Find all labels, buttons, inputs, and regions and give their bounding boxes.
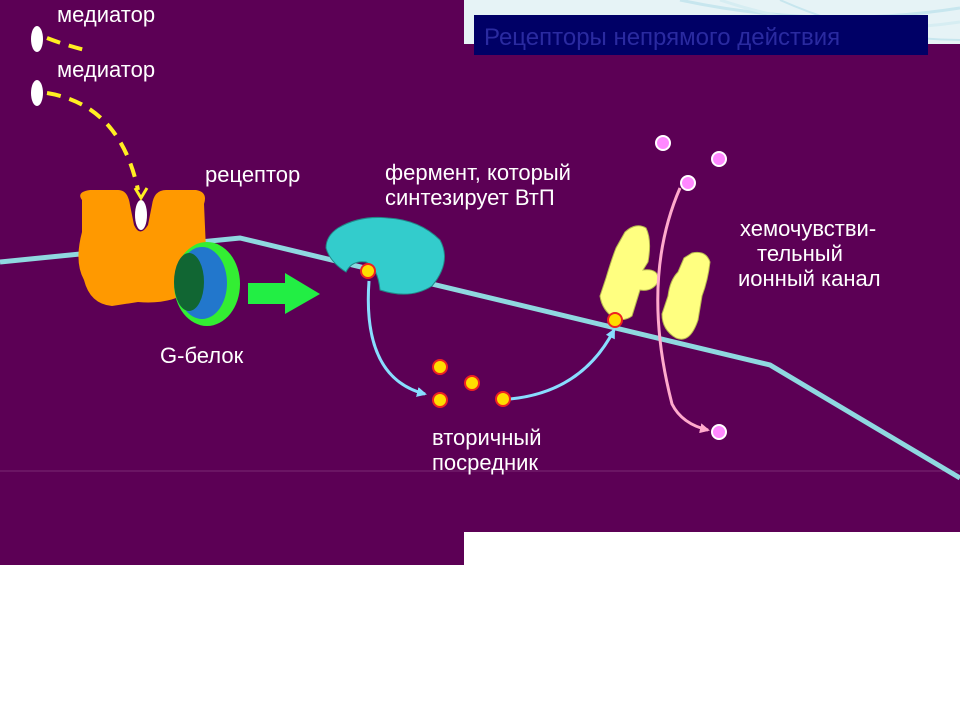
activation-arrow-icon (248, 273, 320, 314)
messenger-dot-channel (607, 312, 623, 328)
title-box: Рецепторы непрямого действия (474, 15, 928, 55)
mediator-molecule-2 (31, 80, 43, 106)
enzyme-label-line1: фермент, который (385, 160, 571, 185)
messenger-dot (464, 375, 480, 391)
messenger-to-channel-arrow (509, 328, 616, 401)
ion-channel-label-line2: тельный (757, 241, 843, 266)
mediator-label-1: медиатор (57, 2, 155, 27)
mediator-label-2: медиатор (57, 57, 155, 82)
second-messenger-label-line1: вторичный (432, 425, 542, 450)
ion-dot (655, 135, 671, 151)
messenger-dot (432, 359, 448, 375)
enzyme-label-line2: синтезирует ВтП (385, 185, 555, 210)
ion-channel-label-line3: ионный канал (738, 266, 881, 291)
mediator-molecule-1 (31, 26, 43, 52)
receptor-label: рецептор (205, 162, 300, 187)
ion-dot (711, 151, 727, 167)
ion-flow-arrow (656, 187, 710, 434)
bound-mediator-molecule (135, 200, 147, 230)
messenger-dot-enzyme (360, 263, 376, 279)
mediator-path-1 (46, 36, 86, 52)
messenger-release-arrow (366, 280, 427, 397)
messenger-dot (432, 392, 448, 408)
messenger-dot (495, 391, 511, 407)
ion-channel-left-subunit (599, 225, 659, 321)
g-protein-label: G-белок (160, 343, 244, 368)
ion-dot (680, 175, 696, 191)
ion-channel-right-subunit (661, 251, 711, 340)
second-messenger-label-line2: посредник (432, 450, 538, 475)
binding-arrowhead-icon (133, 187, 149, 201)
title: Рецепторы непрямого действия (484, 24, 840, 51)
ion-channel-label-line1: хемочувстви- (740, 216, 876, 241)
ion-dot (711, 424, 727, 440)
mediator-path-2 (46, 91, 140, 191)
g-protein (174, 242, 240, 326)
enzyme-shape (325, 217, 445, 295)
